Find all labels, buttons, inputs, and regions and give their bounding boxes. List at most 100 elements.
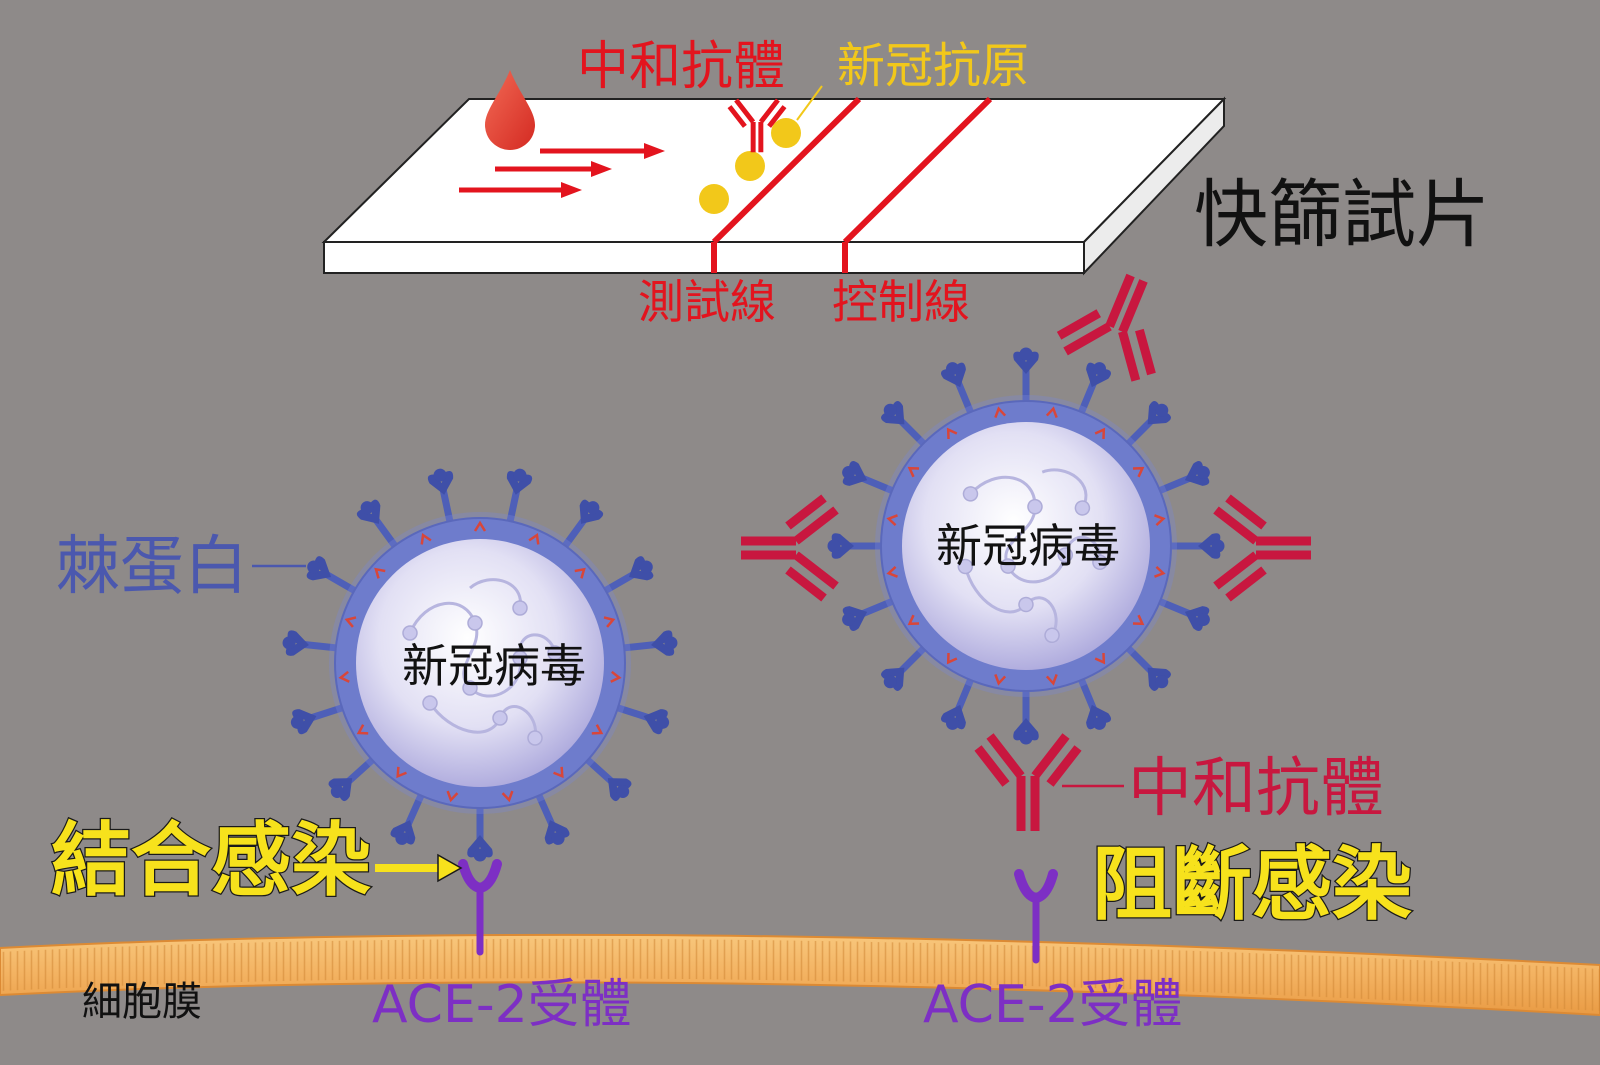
receptor-cup xyxy=(458,859,502,894)
left-virus-label: 新冠病毒 xyxy=(402,639,586,693)
spike-head xyxy=(306,556,332,581)
bind-arrow-head xyxy=(437,853,463,883)
spike-tip xyxy=(616,784,630,798)
spike-head xyxy=(831,533,854,559)
spike-head xyxy=(628,556,654,581)
spike-tip xyxy=(330,784,344,798)
envelope-protein-mark xyxy=(994,406,1007,418)
strip-side-face xyxy=(1083,96,1225,276)
virus-core xyxy=(902,422,1150,670)
spike-head xyxy=(1147,667,1171,691)
envelope-protein-mark xyxy=(1094,427,1106,440)
envelope-protein-mark xyxy=(603,616,616,628)
ace2-receptor-label-right: ACE-2受體 xyxy=(923,975,1183,1035)
spike-head xyxy=(285,630,309,656)
spike-head xyxy=(579,499,604,524)
spike-tip xyxy=(551,831,565,845)
antigen-particles xyxy=(699,118,801,214)
envelope-protein-mark xyxy=(1094,652,1106,665)
envelope-protein-mark xyxy=(574,567,586,579)
control-line-label: 控制線 xyxy=(832,275,970,329)
spike-tip xyxy=(1155,675,1169,689)
spike-head xyxy=(881,667,905,691)
spike-head xyxy=(881,401,905,425)
spike-head xyxy=(467,835,493,858)
spike-tip xyxy=(1019,731,1033,745)
envelope-protein-mark xyxy=(473,520,487,532)
virus-core xyxy=(356,539,604,787)
block-infection-label: 阻斷感染 xyxy=(1092,838,1412,931)
spike-tip xyxy=(1019,347,1033,361)
spike-tip xyxy=(360,501,374,515)
flow-arrow-head xyxy=(644,143,665,159)
spike-tip xyxy=(282,636,296,650)
bind-arrow-icon xyxy=(375,853,463,883)
antigen-leader-line xyxy=(796,85,823,121)
envelope-protein-mark xyxy=(610,670,622,683)
envelope-protein-mark xyxy=(886,514,898,527)
envelope-protein-mark xyxy=(420,532,432,545)
spike-tip xyxy=(656,715,670,729)
membrane-lipid-texture xyxy=(0,938,1600,1011)
strip-antigen-label: 新冠抗原 xyxy=(837,38,1029,94)
spike-head xyxy=(651,630,675,656)
spike-head xyxy=(1198,533,1221,559)
strip-front-face xyxy=(323,241,1085,274)
envelope-protein-mark xyxy=(374,567,386,579)
spike-tip xyxy=(513,468,527,482)
spike-tip xyxy=(395,831,409,845)
ace2-receptor-right xyxy=(1014,869,1058,964)
spike-tip xyxy=(883,675,897,689)
envelope-protein-mark xyxy=(553,766,564,779)
antigen-dot xyxy=(771,118,801,148)
spike-head xyxy=(607,778,632,802)
receptor-cup xyxy=(1014,869,1058,904)
spike-tip xyxy=(473,848,487,862)
envelope-protein-mark xyxy=(356,724,369,735)
spike-tip xyxy=(1196,612,1210,626)
control-line xyxy=(842,96,993,245)
spike-tip xyxy=(639,560,653,574)
spike-tip xyxy=(827,539,841,553)
spike-tip xyxy=(307,560,321,574)
spike-head xyxy=(1147,401,1171,425)
envelope-protein-mark xyxy=(528,532,540,545)
antigen-dot xyxy=(699,184,729,214)
spike-head xyxy=(1013,718,1039,741)
spike-tip xyxy=(946,716,960,730)
sample-flow-arrows xyxy=(459,143,665,198)
ace2-receptor-label-left: ACE-2受體 xyxy=(372,975,632,1035)
spike-tip xyxy=(664,636,678,650)
spike-tip xyxy=(1092,716,1106,730)
virus-right xyxy=(827,347,1225,745)
envelope-protein-mark xyxy=(501,790,514,803)
test-line xyxy=(711,96,862,245)
envelope-protein-mark xyxy=(1045,406,1058,418)
envelope-protein-mark xyxy=(994,674,1007,686)
flow-arrow-head xyxy=(561,182,582,198)
envelope-protein-mark xyxy=(1154,565,1166,578)
envelope-marks xyxy=(886,406,1166,686)
ace2-receptor-left xyxy=(458,859,502,956)
rapid-test-strip xyxy=(321,96,1227,276)
spike-protein xyxy=(390,785,428,845)
strip-title: 快篩試片 xyxy=(1194,172,1490,258)
envelope-protein-mark xyxy=(1132,466,1145,478)
bind-infection-label: 結合感染 xyxy=(51,814,371,907)
spike-head xyxy=(356,499,381,524)
spike-tip xyxy=(842,612,856,626)
spike-head xyxy=(1013,351,1039,374)
envelope-protein-mark xyxy=(338,670,350,683)
envelope-protein-mark xyxy=(907,466,920,478)
envelope-protein-mark xyxy=(344,616,357,628)
virus-left xyxy=(282,468,678,862)
envelope-protein-mark xyxy=(886,565,898,578)
envelope-protein-mark xyxy=(1132,614,1145,626)
antigen-dot xyxy=(735,151,765,181)
strip-antibody-label: 中和抗體 xyxy=(577,37,785,97)
cell-membrane xyxy=(0,933,1600,1017)
envelope-marks xyxy=(338,520,622,803)
envelope-protein-mark xyxy=(1154,514,1166,527)
spike-protein-label: 棘蛋白 xyxy=(56,530,248,604)
